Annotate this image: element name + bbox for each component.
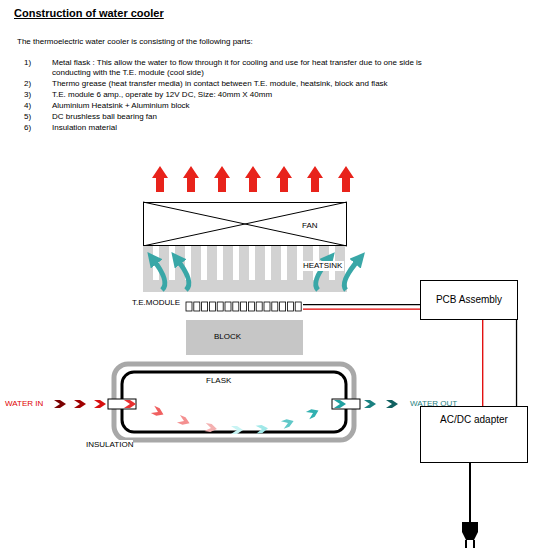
list-number: 1) xyxy=(24,58,31,68)
water-flow xyxy=(54,400,398,434)
adapter-box: AC/DC adapter xyxy=(420,406,528,463)
water-in-label: WATER IN xyxy=(5,399,43,409)
title: Construction of water cooler xyxy=(14,7,164,19)
list-number: 4) xyxy=(24,101,31,111)
list-number: 5) xyxy=(24,112,31,122)
te-module-cells xyxy=(186,302,301,311)
heat-arrows xyxy=(152,166,354,192)
list-item: T.E. module 6 amp., operate by 12V DC, S… xyxy=(52,90,437,100)
wire xyxy=(516,320,517,406)
fan-box: FAN xyxy=(143,202,347,246)
list-number: 2) xyxy=(24,79,31,89)
insulation-label: INSULATION xyxy=(86,440,133,450)
flask: FLASK xyxy=(122,372,346,432)
airflow-arrows xyxy=(152,258,360,290)
te-module: T.E.MODULE xyxy=(186,302,303,311)
node-label: FLASK xyxy=(204,376,233,386)
node-label: FAN xyxy=(300,221,320,231)
wire xyxy=(303,304,420,305)
heatsink: HEATSINK xyxy=(143,246,347,292)
node-label: BLOCK xyxy=(212,332,243,342)
list-item: Insulation material xyxy=(52,123,437,133)
fan-cross xyxy=(143,202,347,246)
list-number: 3) xyxy=(24,90,31,100)
heatsink-fins xyxy=(143,246,347,292)
wire xyxy=(482,320,483,406)
node-label: HEATSINK xyxy=(301,261,344,271)
list-number: 6) xyxy=(24,123,31,133)
intro-text: The thermoelectric water cooler is consi… xyxy=(17,37,253,47)
wire xyxy=(303,309,420,310)
list-item: Metal flask : This allow the water to fl… xyxy=(52,58,437,78)
list-item: Thermo grease (heat transfer media) in c… xyxy=(52,79,437,89)
list-item: DC brushless ball bearing fan xyxy=(52,112,437,122)
node-label: AC/DC adapter xyxy=(438,414,510,426)
aluminium-block: BLOCK xyxy=(186,320,303,355)
node-label: PCB Assembly xyxy=(434,294,504,306)
flask-body xyxy=(108,364,360,440)
pcb-assembly-box: PCB Assembly xyxy=(420,280,518,320)
node-label: T.E.MODULE xyxy=(130,298,182,308)
list-item: Aluminium Heatsink + Aluminium block xyxy=(52,101,437,111)
power-plug xyxy=(462,463,478,548)
